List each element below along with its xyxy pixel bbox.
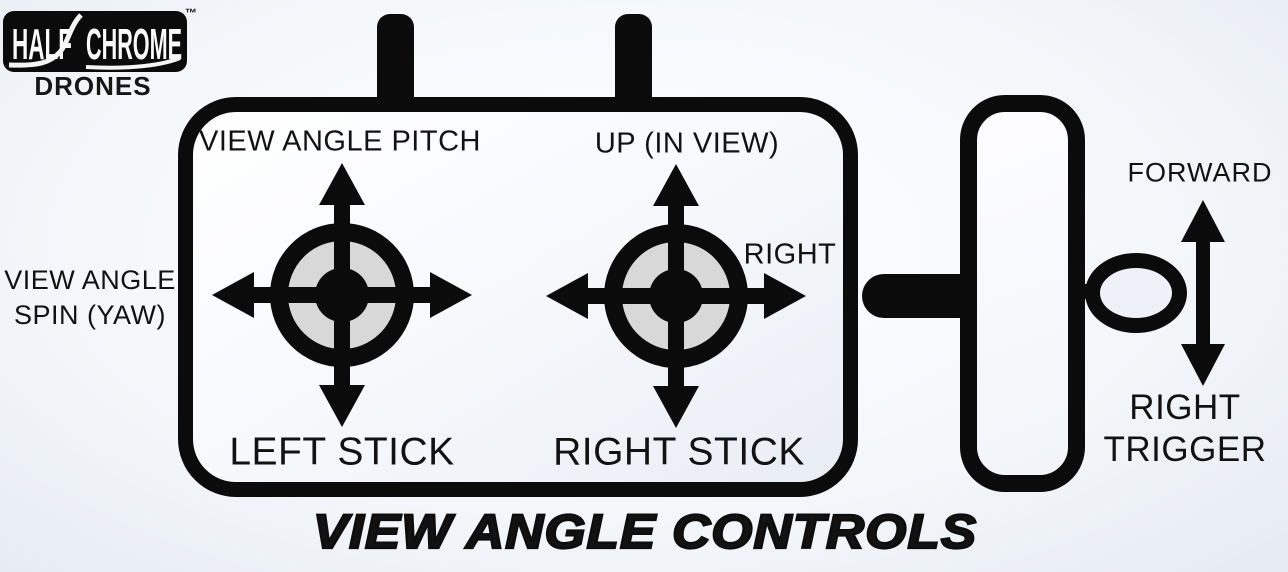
up-in-view-label: UP (IN VIEW) xyxy=(594,127,780,160)
halfchrome-logo: HALF CHROME xyxy=(3,11,187,72)
logo-plate xyxy=(3,11,187,72)
right-trigger-label: RIGHT TRIGGER xyxy=(1104,387,1267,471)
right-trigger-line1: RIGHT xyxy=(1129,388,1241,427)
trademark-symbol: ™ xyxy=(185,6,197,20)
forward-label: FORWARD xyxy=(1127,157,1273,188)
trigger-ring-icon xyxy=(1085,253,1187,333)
view-angle-pitch-label: VIEW ANGLE PITCH xyxy=(199,125,481,158)
view-angle-spin-line1: VIEW ANGLE xyxy=(4,265,176,295)
forward-back-arrow-icon xyxy=(1181,200,1225,386)
logo-word-chrome: CHROME xyxy=(86,21,182,69)
page-title: VIEW ANGLE CONTROLS xyxy=(312,506,978,559)
right-label: RIGHT xyxy=(743,238,837,271)
right-stick-label: RIGHT STICK xyxy=(553,430,805,474)
logo-underline-icon xyxy=(85,56,181,70)
left-stick-icon xyxy=(212,163,472,427)
view-angle-spin-label: VIEW ANGLE SPIN (YAW) xyxy=(4,263,176,333)
antenna-right-icon xyxy=(615,14,652,106)
connector-bar xyxy=(862,274,966,318)
view-angle-spin-line2: SPIN (YAW) xyxy=(14,300,166,330)
right-trigger-line2: TRIGGER xyxy=(1103,430,1267,469)
logo-word-half: HALF xyxy=(12,21,72,69)
right-stick-icon xyxy=(546,164,806,428)
logo-swoosh-icon xyxy=(8,13,83,68)
left-stick-label: LEFT STICK xyxy=(229,430,455,474)
trigger-plate xyxy=(960,95,1085,492)
logo-subtitle: DRONES xyxy=(34,71,152,101)
antenna-left-icon xyxy=(377,14,414,106)
